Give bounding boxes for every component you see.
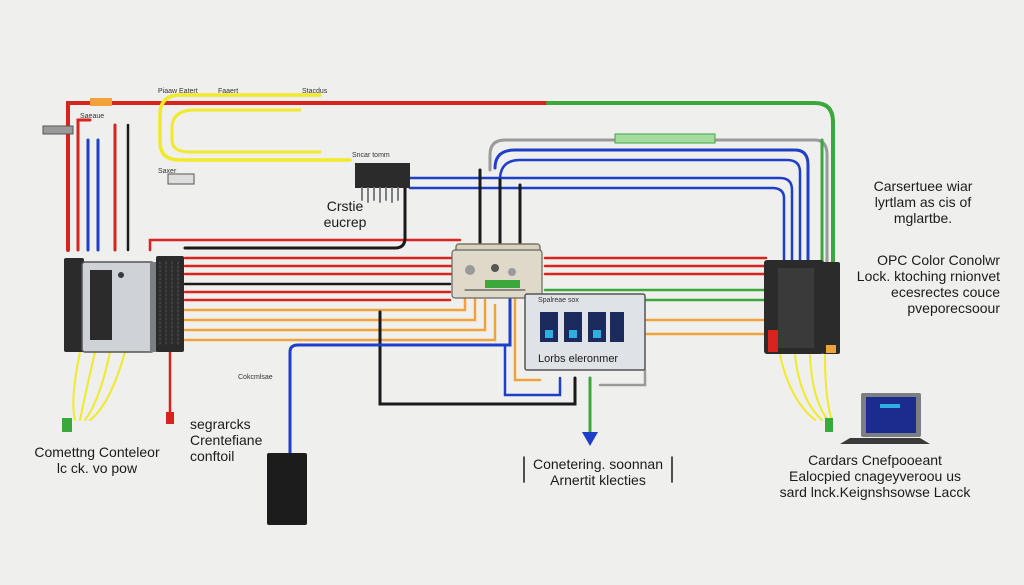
left-device [64,256,184,353]
wire-blue-r4 [408,186,786,264]
wire-gray-top [488,138,829,264]
wire-yellow-loop-mid [170,108,322,154]
wire-blue-r3 [408,176,794,264]
label-mid-small-a: Sncar tomm [352,152,390,159]
wire-yellow-fan-r1 [779,354,816,421]
wire-red-l1 [148,238,462,252]
label-center-top-1: Crstie [326,198,364,214]
wire-red-top [66,101,550,252]
label-mid-small-b: Saxer [158,168,177,175]
wire-blue-c2 [503,343,562,397]
wire-blue-r2 [498,158,802,264]
label-right-mid-4: pveporecsoour [907,300,1000,317]
wire-blue-c1 [288,290,512,455]
switch-panel [524,293,646,371]
wire-orange-c1 [513,290,542,382]
wire-yellow-fan-l1 [72,351,81,421]
wire-yellow-loop-top [158,93,352,162]
label-left-bottom: Comettng Conteleor lc ck. vo pow [22,444,172,476]
label-right-top-1: Carsertuee wiar [873,178,973,194]
wire-green-top [546,101,835,264]
label-top-small-mid: Faaert [218,88,239,95]
label-top-small-connector: Saeaue [80,113,105,120]
label-right-mid-2: Lock. ktoching rnionvet [856,268,1000,285]
label-center-top: Crstie eucrep [310,198,380,230]
red-terminal [166,412,174,424]
label-center-top-2: eucrep [323,214,367,231]
wire-black-c4 [378,310,577,406]
label-panel-top: Spalreae sox [538,297,579,304]
wire-yellow-fan-l4 [89,351,126,421]
label-right-mid-1: OPC Color Conolwr [877,252,1000,268]
connector-plug-icon [42,98,195,185]
label-right-top-2: lyrtlam as cis of [874,194,972,211]
label-left-lower-1: segrarcks [190,416,251,432]
label-right-bottom-2: Ealocpied cnageyveroou us [788,468,961,485]
wire-orange-l2 [183,293,477,322]
terminal-block-icon [451,243,543,299]
label-right-top: Carsertuee wiar lyrtlam as cis of mglart… [862,178,984,226]
label-right-mid: OPC Color Conolwr Lock. ktoching rnionve… [850,252,1000,316]
label-left-small-box: Cokcmlsae [238,374,273,381]
green-terminal-right [825,418,833,432]
laptop-icon [840,393,930,444]
wire-yellow-fan-l2 [79,351,96,421]
green-terminal-left [62,418,72,432]
wire-yellow-fan-r2 [794,354,823,421]
wire-gray-c1 [598,368,647,387]
label-center-bottom: Conetering. soonnan Arnertit klecties [526,456,670,488]
dark-module-box [267,453,307,525]
label-left-bottom-1: Comettng Conteleor [34,444,160,460]
wire-orange-l4 [183,303,497,342]
label-top-small-left: Piaaw Eatert [158,88,198,95]
label-panel-bottom: Lorbs eleronmer [538,353,619,365]
label-left-bottom-2: lc ck. vo pow [56,460,138,477]
label-top-small-right: Stacdus [302,88,328,95]
label-right-bottom-1: Cardars Cnefpooeant [808,452,942,468]
label-right-mid-3: ecesrectes couce [891,284,1000,301]
wire-orange-l3 [183,298,487,332]
wire-blue-r1 [493,148,810,264]
label-left-lower: segrarcks Crentefiane conftoil [190,416,262,464]
wire-black-l1 [183,178,407,250]
label-right-bottom: Cardars Cnefpooeant Ealocpied cnageyvero… [770,452,980,500]
right-device [764,260,840,354]
label-right-top-3: mglartbe. [893,210,953,227]
wire-yellow-fan-r3 [809,354,829,421]
label-center-bottom-1: Conetering. soonnan [533,456,663,472]
label-center-bottom-2: Arnertit klecties [550,472,646,489]
fuse-block-icon [355,163,410,203]
wire-red-v1 [76,118,92,252]
label-left-lower-2: Crentefiane [190,432,263,449]
wire-yellow-fan-l3 [84,351,111,421]
wire-yellow-fan-r4 [824,354,833,421]
wire-blue-drop [582,432,598,446]
top-green-connector [614,133,716,144]
label-right-bottom-3: sard lnck.Keignshsowse Lacck [779,484,971,501]
label-left-lower-3: conftoil [190,448,235,465]
